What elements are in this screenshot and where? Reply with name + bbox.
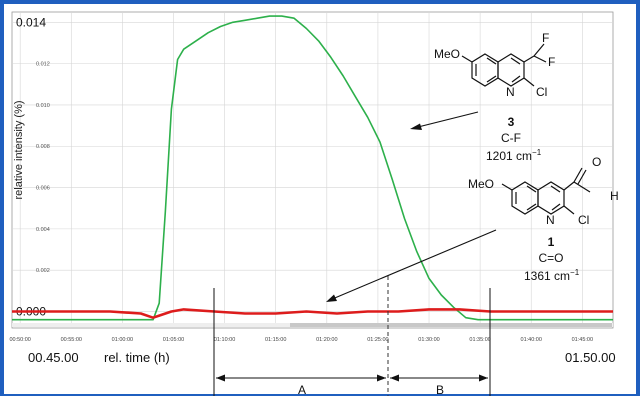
y-tick-label-minor: 0.012 (36, 62, 50, 68)
x-tick-label: 00:50:00 (9, 337, 30, 343)
y-tick-label-major: 0.014 (16, 15, 46, 29)
compound-1-hydrogen: H (610, 189, 619, 203)
compound-1-wavenumber-exponent: −1 (570, 268, 580, 277)
compound-1-oxygen: O (592, 155, 601, 169)
x-tick-labels: 00:50:00 00:55:00 01:00:00 01:05:00 01:10:00… (9, 337, 593, 343)
compound-1-nitrogen: N (546, 213, 555, 227)
y-axis-label: relative intensity (%) (13, 100, 25, 199)
compound-1-number: 1 (548, 235, 555, 249)
x-start-label: 00.45.00 (28, 350, 79, 365)
arrowhead-red-curve (326, 294, 337, 302)
compound-3-structure (461, 43, 547, 87)
compound-1-wavenumber: 1361 cm−1 (524, 268, 580, 283)
x-tick-label: 01:20:00 (316, 337, 337, 343)
arrow-to-green-curve (413, 111, 479, 129)
plot-area (11, 11, 614, 329)
x-tick-label: 01:45:00 (572, 337, 593, 343)
x-tick-label: 01:05:00 (163, 337, 184, 343)
compound-3-methoxy: MeO (434, 47, 460, 61)
arrowhead-green-curve (410, 123, 422, 130)
y-tick-label-minor: 0.010 (36, 103, 50, 109)
x-end-label: 01.50.00 (565, 350, 616, 365)
compound-3-wavenumber-exponent: −1 (532, 148, 542, 157)
compound-3-wavenumber: 1201 cm−1 (486, 148, 542, 163)
compound-3-nitrogen: N (506, 85, 515, 99)
compound-3-bond: C-F (501, 131, 521, 145)
y-tick-label-minor: 0.002 (36, 268, 50, 274)
interval-a-arrowhead-right (377, 374, 386, 382)
x-axis-label: rel. time (h) (104, 350, 170, 365)
green-series-line (12, 15, 613, 321)
interval-b-arrowhead-right (479, 374, 488, 382)
y-tick-label-minor: 0.006 (36, 186, 50, 192)
x-tick-label: 00:55:00 (61, 337, 82, 343)
compound-3-wavenumber-value: 1201 cm (486, 149, 532, 163)
x-tick-label: 01:00:00 (112, 337, 133, 343)
y-tick-label-minor: 0.008 (36, 144, 50, 150)
interval-b-label: B (436, 383, 444, 396)
compound-1-structure (501, 167, 591, 215)
time-scrollbar-thumb[interactable] (290, 323, 612, 327)
interval-b-arrowhead-left (390, 374, 399, 382)
compound-1-wavenumber-value: 1361 cm (524, 269, 570, 283)
grid-lines (12, 12, 613, 328)
interval-a-arrowhead-left (216, 374, 225, 382)
compound-3-labels: MeO F F N Cl 3 C-F 1201 cm−1 (434, 31, 555, 163)
compound-1-chloro: Cl (578, 213, 589, 227)
compound-1-methoxy: MeO (468, 177, 494, 191)
x-tick-label: 01:15:00 (265, 337, 286, 343)
compound-1-labels: MeO O H N Cl 1 C=O 1361 cm−1 (468, 155, 619, 283)
y-tick-label-minor: 0.004 (36, 227, 50, 233)
compound-3-number: 3 (508, 115, 515, 129)
x-tick-label: 01:30:00 (418, 337, 439, 343)
x-tick-label: 01:10:00 (214, 337, 235, 343)
data-series (12, 15, 613, 321)
x-tick-label: 01:35:00 (469, 337, 490, 343)
compound-1-bond: C=O (538, 251, 563, 265)
x-tick-label: 01:25:00 (367, 337, 388, 343)
arrow-to-red-curve (329, 229, 497, 301)
x-tick-label: 01:40:00 (521, 337, 542, 343)
interval-a-label: A (298, 383, 306, 396)
red-series-line (12, 308, 613, 320)
compound-3-chloro: Cl (536, 85, 547, 99)
compound-3-fluorine-right: F (548, 55, 555, 69)
compound-3-fluorine-top: F (542, 31, 549, 45)
